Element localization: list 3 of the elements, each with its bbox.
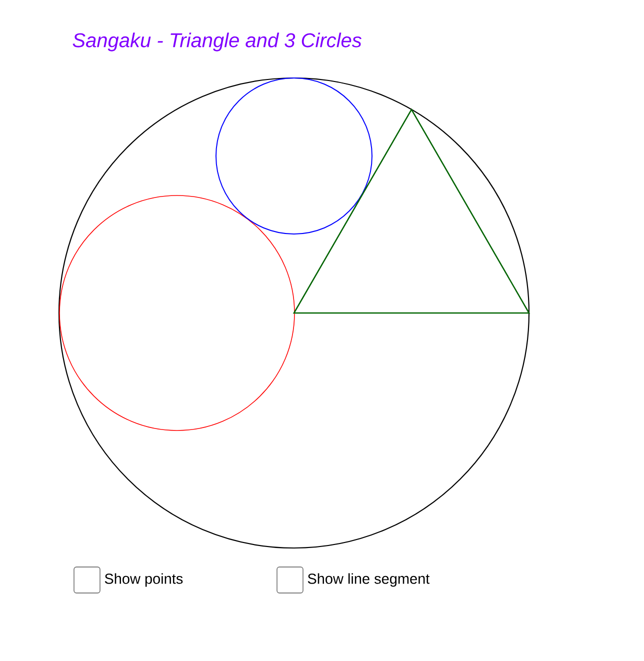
checkbox-label: Show points (104, 573, 183, 587)
title: Sangaku - Triangle and 3 Circles (72, 32, 362, 52)
checkbox-label: Show line segment (308, 573, 430, 587)
